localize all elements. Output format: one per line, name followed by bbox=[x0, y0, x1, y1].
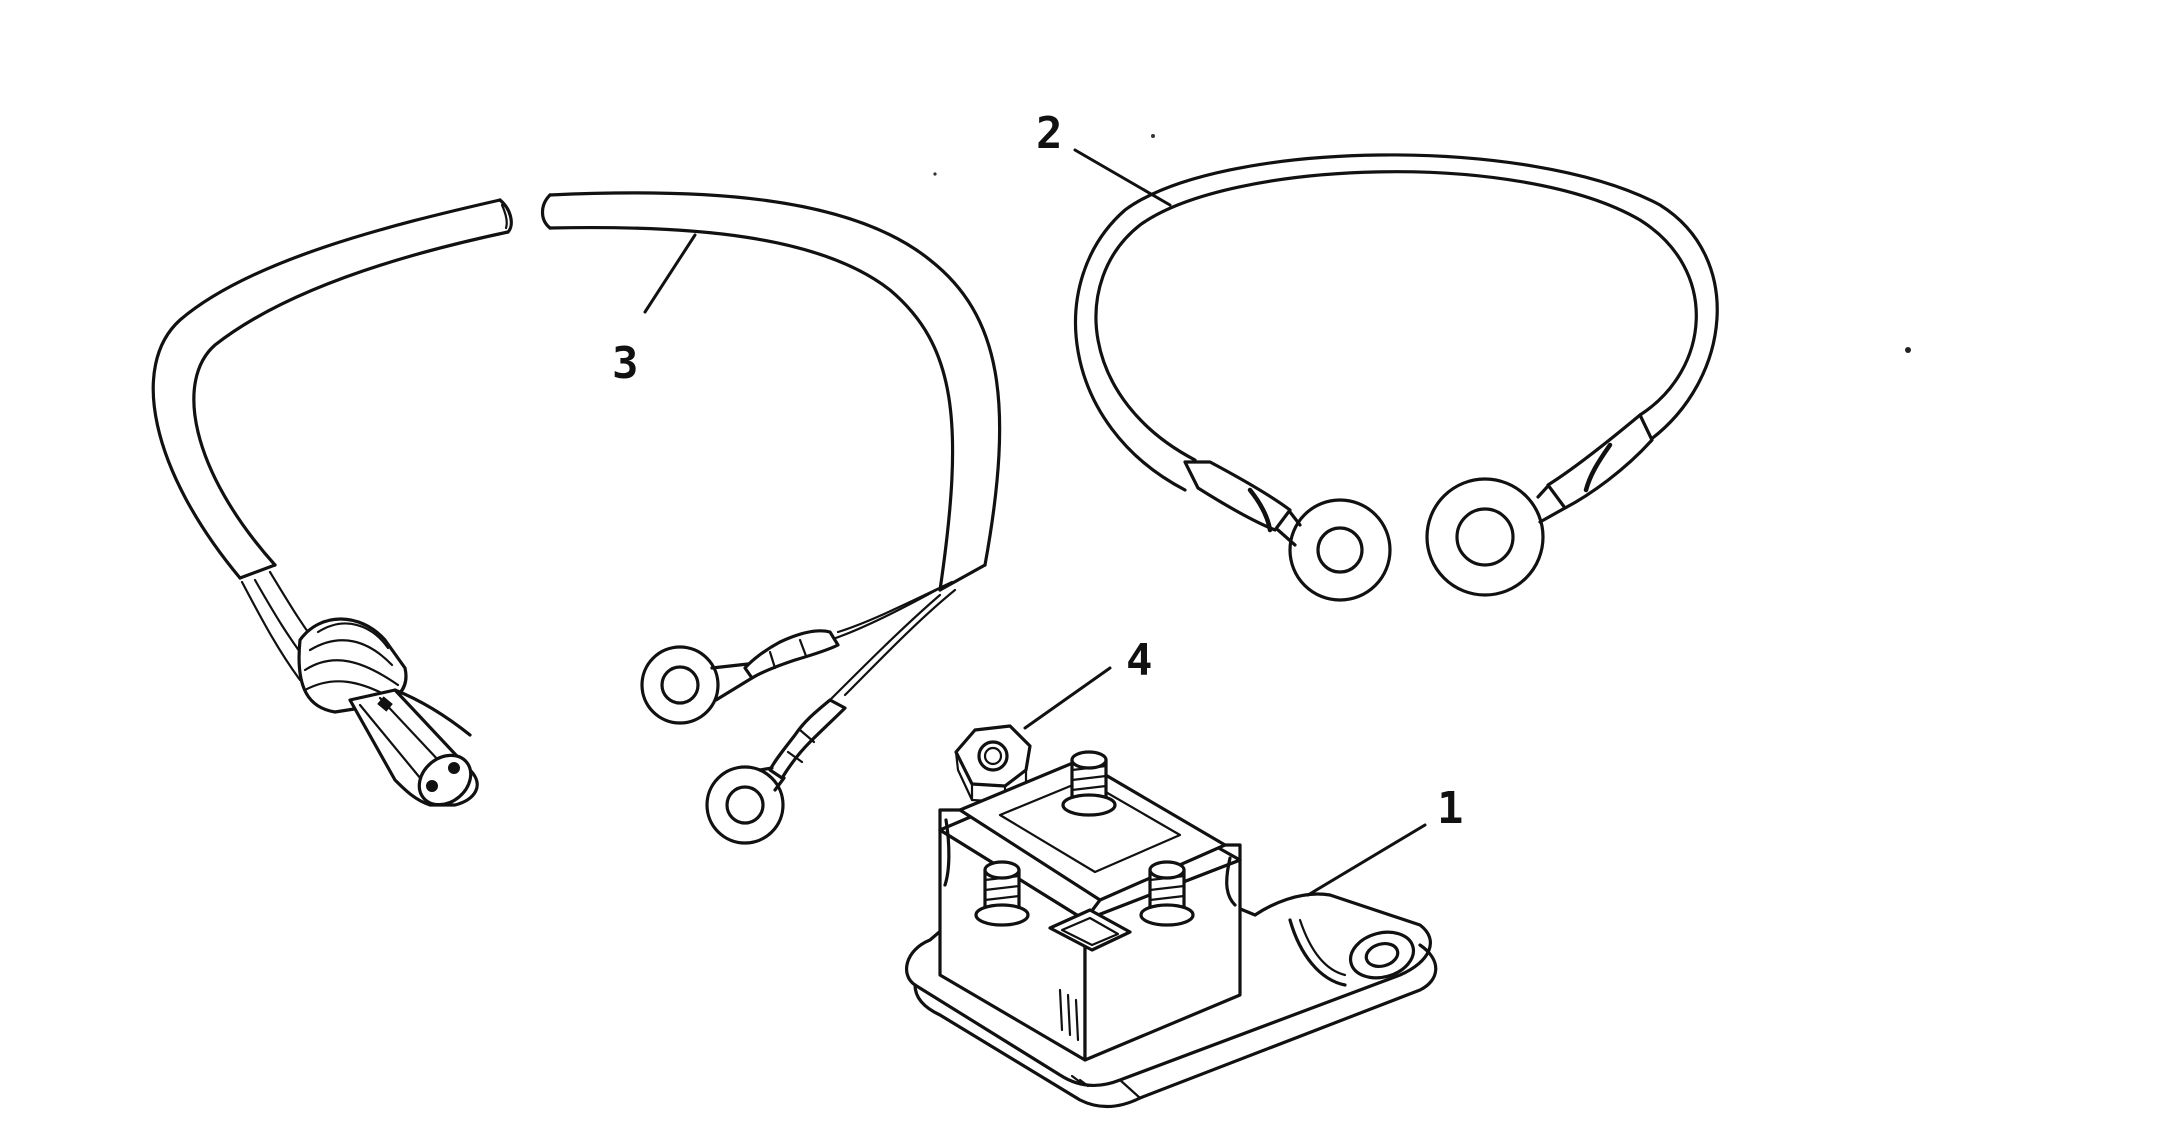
callout-label-3: 3 bbox=[612, 338, 639, 389]
terminal-stud-right bbox=[1139, 860, 1195, 927]
scan-dot bbox=[933, 172, 937, 176]
solenoid-relay bbox=[905, 750, 1438, 1109]
callout-2: 2 bbox=[1036, 108, 1172, 207]
callout-label-2: 2 bbox=[1036, 108, 1063, 159]
terminal-stud-back bbox=[1061, 750, 1117, 817]
harness-cable bbox=[151, 191, 1002, 845]
callout-1: 1 bbox=[1306, 783, 1464, 897]
callout-3: 3 bbox=[612, 233, 697, 389]
scan-dot bbox=[1905, 347, 1911, 353]
ground-cable bbox=[1073, 153, 1719, 602]
callout-label-4: 4 bbox=[1126, 635, 1153, 686]
scan-dot bbox=[1151, 134, 1155, 138]
terminal-stud-left bbox=[974, 860, 1030, 927]
callout-label-1: 1 bbox=[1437, 783, 1464, 834]
callout-4: 4 bbox=[1023, 635, 1153, 730]
